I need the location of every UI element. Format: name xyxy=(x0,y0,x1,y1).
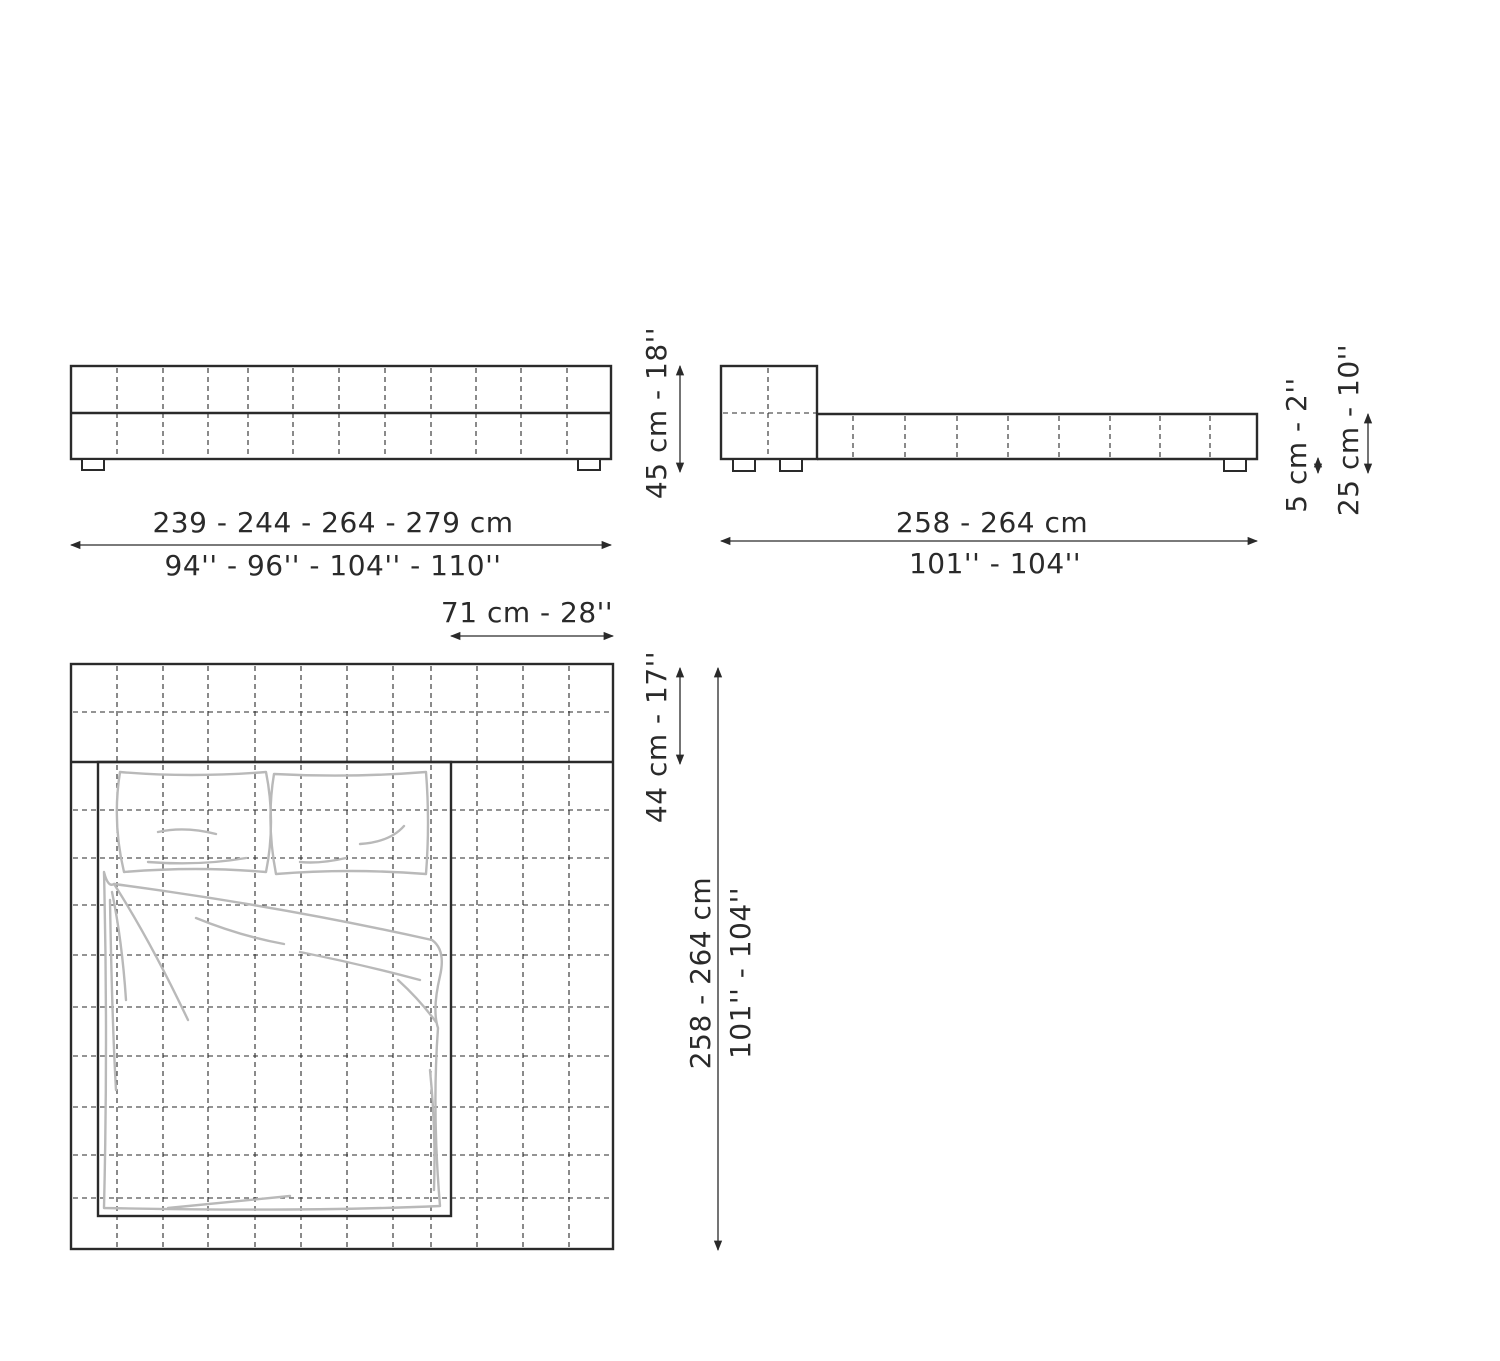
side-length-cm-label: 258 - 264 cm xyxy=(896,506,1088,539)
front-width-cm-label: 239 - 244 - 264 - 279 cm xyxy=(152,506,513,539)
front-foot-left xyxy=(81,458,105,471)
top-view: 71 cm - 28'' 44 cm - 17'' 258 - 264 cm 1… xyxy=(69,596,757,1252)
side-quilting-lines xyxy=(852,416,1211,458)
side-extension-label: 71 cm - 28'' xyxy=(441,596,613,629)
side-foot-3 xyxy=(1223,458,1247,472)
top-length-cm-label: 258 - 264 cm xyxy=(684,877,717,1069)
front-foot-right xyxy=(577,458,601,471)
top-frame-outline xyxy=(69,662,615,1251)
front-height-label: 45 cm - 18'' xyxy=(640,327,673,499)
duvet xyxy=(102,870,443,1211)
duvet-folds-left xyxy=(108,882,190,1092)
side-foot-2 xyxy=(779,458,803,472)
pillow-right-creases xyxy=(298,824,406,864)
side-frame-outline xyxy=(817,412,1259,461)
top-length-in-label: 101'' - 104'' xyxy=(724,887,757,1059)
duvet-folds-top xyxy=(194,916,438,1024)
duvet-folds-bottom xyxy=(166,1068,436,1210)
front-view: 45 cm - 18'' 239 - 244 - 264 - 279 cm 94… xyxy=(69,327,685,582)
foot-height-label: 5 cm - 2'' xyxy=(1280,377,1313,513)
front-width-in-label: 94'' - 96'' - 104'' - 110'' xyxy=(165,549,502,582)
side-headboard-outline xyxy=(719,364,819,461)
pillow-right xyxy=(269,770,430,876)
mattress-outline xyxy=(96,760,453,1218)
side-length-in-label: 101'' - 104'' xyxy=(909,547,1081,580)
top-quilting-lines xyxy=(73,666,611,1247)
pillow-left xyxy=(115,770,273,874)
pillow-left-creases xyxy=(146,828,248,865)
front-quilting-lines xyxy=(116,368,568,458)
side-view: 5 cm - 2'' 25 cm - 10'' 258 - 264 cm 101… xyxy=(719,344,1373,580)
frame-height-label: 25 cm - 10'' xyxy=(1332,344,1365,516)
side-foot-1 xyxy=(732,458,756,472)
headboard-depth-label: 44 cm - 17'' xyxy=(640,651,673,823)
